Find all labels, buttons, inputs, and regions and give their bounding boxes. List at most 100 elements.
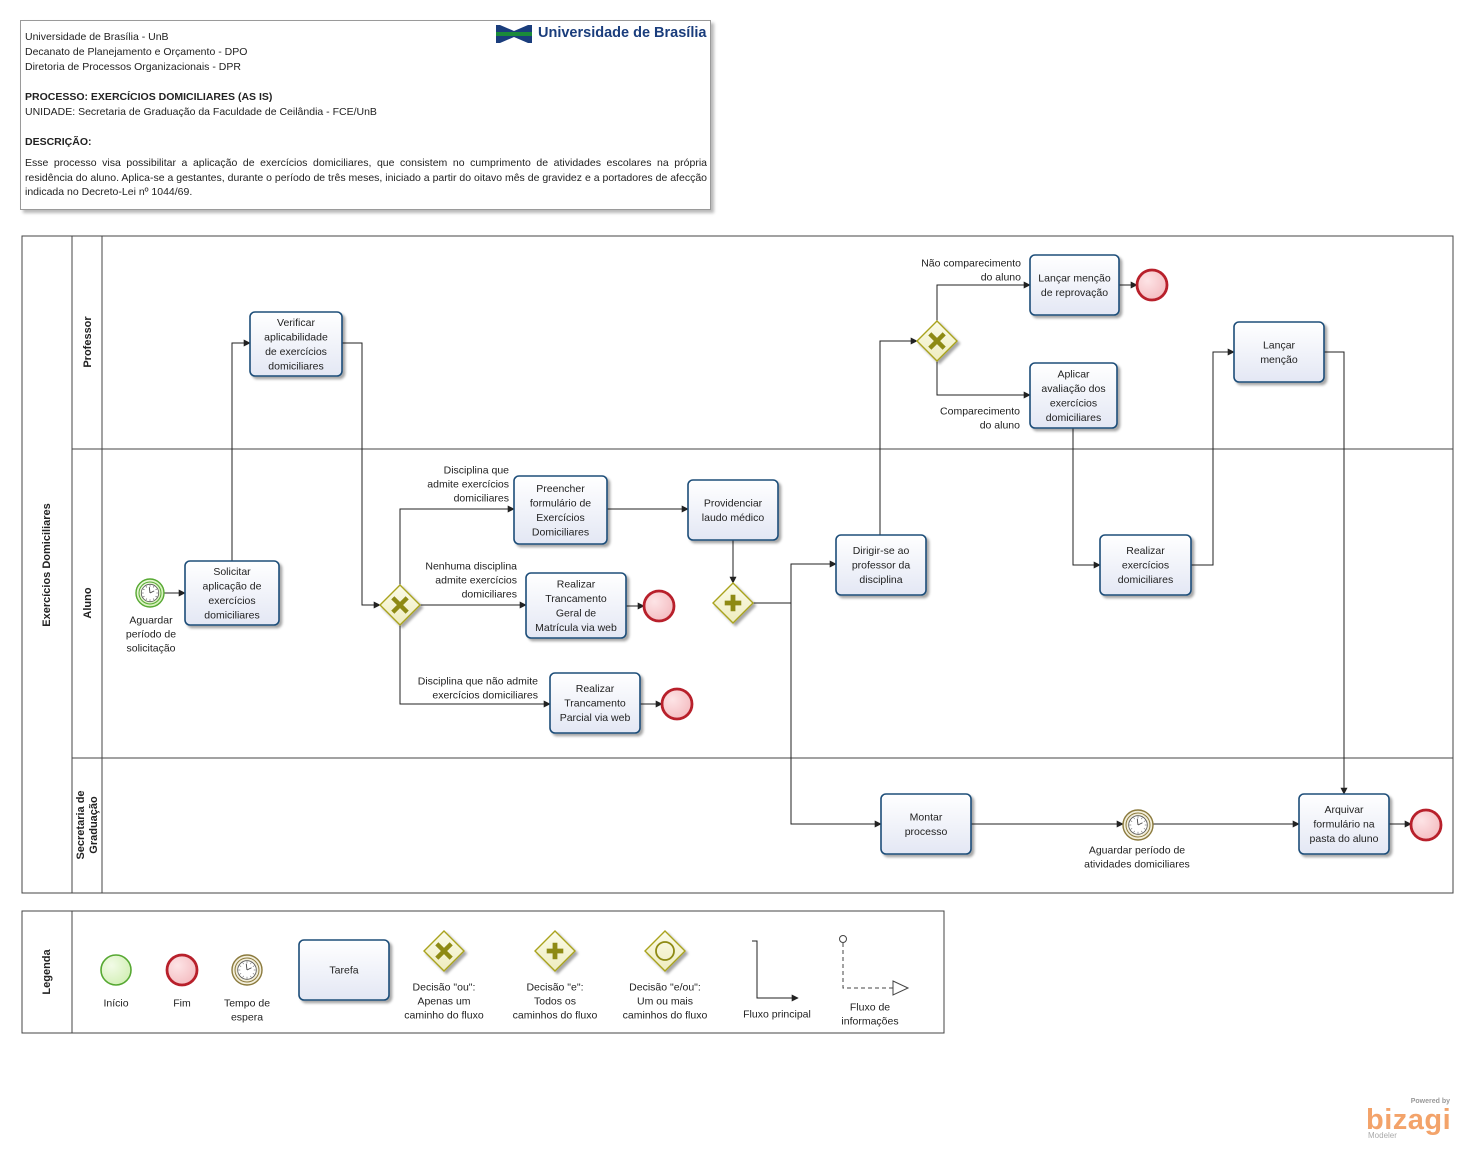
legend-main-flow-icon (752, 940, 799, 1002)
sequence-flows (164, 281, 1412, 828)
logo-text: Universidade de Brasília (538, 25, 707, 41)
gateway-exclusive-comparecimento (916, 320, 958, 362)
sequence-flow (790, 603, 882, 828)
gateway-exclusive-disciplina (379, 584, 421, 626)
task-box (1029, 254, 1120, 316)
start-timer-event (135, 578, 165, 608)
description-title: DESCRIÇÃO: (25, 136, 92, 148)
lane-professor: Professor (82, 316, 94, 368)
process-label: PROCESSO: EXERCÍCIOS DOMICILIARES (AS IS… (25, 91, 273, 103)
legend-inicio-label: Início (103, 998, 128, 1010)
task-box (880, 793, 972, 855)
legend-end-icon (165, 953, 199, 987)
sequence-flow (1324, 351, 1348, 795)
header-line-2: Decanato de Planejamento e Orçamento - D… (25, 46, 248, 58)
task-box (835, 534, 927, 596)
end-event-trancamento-parcial (660, 687, 694, 721)
task-box (249, 311, 343, 377)
pool-title: Exercícios Domiciliares (41, 503, 53, 627)
legend-fim-label: Fim (173, 998, 191, 1010)
header-line-3: Diretoria de Processos Organizacionais -… (25, 61, 241, 73)
legend-start-icon (100, 954, 132, 986)
sequence-flow (936, 361, 1031, 399)
sequence-flow (936, 281, 1031, 321)
sequence-flow (753, 560, 837, 604)
end-event-reprovacao (1135, 268, 1169, 302)
lane-aluno: Aluno (82, 587, 94, 618)
legend-gateway-ou-icon (423, 930, 465, 972)
legend-tarefa-label: Tarefa (329, 965, 358, 977)
powered-by: Powered by (1410, 1098, 1450, 1105)
process-header: Universidade de Brasília - UnB Decanato … (20, 20, 711, 210)
task-box (1029, 362, 1118, 429)
header-line-1: Universidade de Brasília - UnB (25, 31, 169, 43)
task-box (184, 560, 280, 626)
task-box (1298, 793, 1390, 855)
unb-logo-mark-icon (496, 25, 532, 43)
bizagi-logo: bizagi (1366, 1104, 1452, 1136)
modeler-label: Modeler (1368, 1131, 1397, 1140)
legend-gateway-e-icon (534, 930, 576, 972)
sequence-flow (342, 342, 381, 609)
bizagi-branding: Powered by bizagi Modeler (1364, 1098, 1454, 1142)
legend-timer-icon (231, 954, 263, 986)
sequence-flow (231, 339, 251, 561)
task-box (513, 475, 608, 545)
intermediate-timer-event (1122, 809, 1154, 841)
task-box (1099, 534, 1192, 596)
legend-info-flow-icon (839, 935, 910, 996)
description-text: Esse processo visa possibilitar a aplica… (25, 157, 707, 198)
task-box (525, 572, 627, 639)
sequence-flow (399, 505, 515, 585)
end-event-trancamento-geral (642, 589, 676, 623)
unit-label: UNIDADE: Secretaria de Graduação da Facu… (25, 106, 377, 118)
sequence-flow (1072, 428, 1101, 569)
sequence-flow (1191, 348, 1235, 566)
task-box (1233, 321, 1325, 383)
legend-gateway-eou-icon (644, 930, 686, 972)
unb-logo: Universidade de Brasília (496, 25, 708, 43)
sequence-flow (879, 337, 918, 535)
legend-title: Legenda (41, 949, 53, 995)
task-box (687, 479, 779, 541)
gateway-parallel (712, 582, 754, 624)
sequence-flow (399, 625, 551, 708)
lane-secretaria: Secretaria deGraduação (75, 790, 100, 859)
